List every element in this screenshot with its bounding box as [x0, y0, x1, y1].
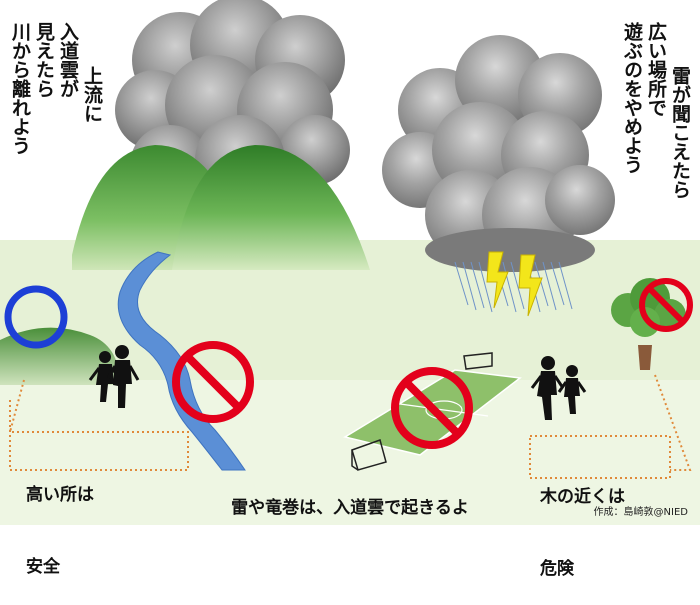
near-tree-label: 木の近くは 危険: [540, 437, 625, 605]
storm-cloud-right: [382, 35, 615, 272]
line: 川から離れよう: [9, 22, 31, 155]
line: 安全: [26, 557, 60, 577]
upstream-warning-text: 上流に入道雲が見えたら川から離れよう: [8, 22, 128, 222]
children-running-left: [88, 345, 140, 408]
credit: 作成：島崎敦@NIED: [593, 507, 688, 518]
callout-high-place: [9, 379, 189, 471]
prohibition-icon: [639, 278, 693, 332]
storm-cloud-left: [115, 0, 350, 205]
callout-near-tree: [529, 374, 692, 479]
lightning-bolt-icon: [518, 254, 543, 317]
circle-ok-icon: [4, 285, 68, 349]
line: 上流に: [81, 66, 103, 123]
prohibition-icon: [391, 367, 473, 449]
line: 木の近くは: [540, 487, 625, 507]
mountain-right: [172, 145, 370, 270]
lightning-bolt-icon: [486, 251, 509, 309]
ground-lower: [0, 380, 700, 525]
scene: [0, 0, 700, 525]
line: 入道雲が: [57, 22, 79, 98]
line: 遊ぶのをやめよう: [621, 22, 643, 174]
line: 危険: [540, 559, 574, 579]
children-running-right: [530, 356, 587, 420]
line: 広い場所で: [645, 22, 667, 117]
line: 高い所は: [26, 485, 94, 505]
high-place-label: 高い所は 安全: [26, 435, 94, 603]
line: 雷が聞こえたら: [669, 66, 691, 199]
caption: 雷や竜巻は、入道雲で起きるよ: [231, 498, 469, 518]
line: 見えたら: [33, 22, 55, 98]
thunder-warning-text: 雷が聞こえたら広い場所で遊ぶのをやめよう: [620, 22, 700, 222]
prohibition-icon: [172, 341, 254, 423]
